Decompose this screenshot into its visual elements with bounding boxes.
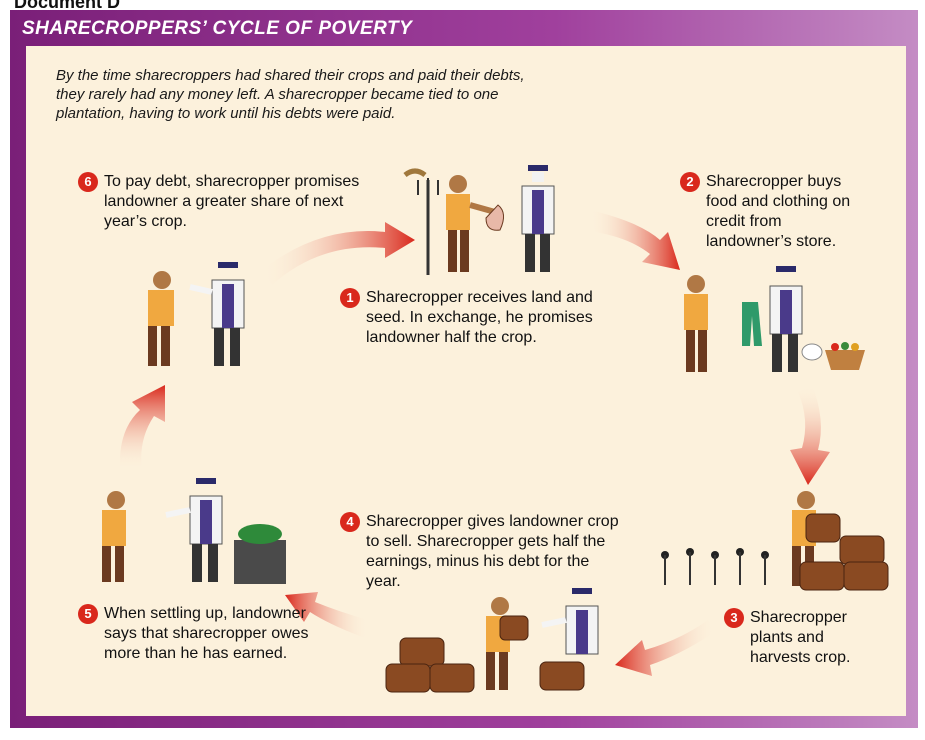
step-6: 6 To pay debt, sharecropper promises land…: [78, 172, 378, 232]
diagram-panel: [26, 46, 906, 716]
step-2: 2 Sharecropper buys food and clothing on …: [680, 172, 880, 252]
arrow-6-to-1: [262, 222, 415, 285]
step-4-text: Sharecropper gives landowner crop to sel…: [366, 513, 619, 590]
scene-5-settling-up: [102, 478, 286, 584]
step-2-text: Sharecropper buys food and clothing on c…: [706, 173, 851, 250]
diagram-title: SHARECROPPERS’ CYCLE OF POVERTY: [22, 18, 413, 39]
step-1-text: Sharecropper receives land and seed. In …: [366, 289, 593, 346]
scene-2-store: [684, 266, 865, 372]
intro-text: By the time sharecroppers had shared the…: [56, 67, 525, 122]
arrow-1-to-2: [590, 210, 680, 270]
step-6-badge: 6: [78, 172, 98, 192]
step-1-badge: 1: [340, 288, 360, 308]
step-2-badge: 2: [680, 172, 700, 192]
step-5-text: When settling up, landowner says that sh…: [104, 605, 309, 662]
arrow-2-to-3: [790, 385, 830, 485]
step-5-badge: 5: [78, 604, 98, 624]
scene-6-promise: [148, 262, 245, 366]
step-4: 4 Sharecropper gives landowner crop to se…: [340, 512, 630, 592]
step-5: 5 When settling up, landowner says that s…: [78, 604, 328, 664]
step-3: 3 Sharecropper plants and harvests crop.: [724, 608, 894, 668]
scene-4-giving-crop: [385, 588, 599, 693]
step-3-badge: 3: [724, 608, 744, 628]
step-3-text: Sharecropper plants and harvests crop.: [750, 609, 851, 666]
arrow-5-to-6: [119, 385, 165, 470]
arrow-3-to-4: [615, 620, 715, 676]
scene-1-receiving-land: [403, 165, 555, 275]
arrow-4-to-5: [285, 592, 368, 638]
step-6-text: To pay debt, sharecropper promises lando…: [104, 173, 360, 230]
scene-3-harvest: [661, 491, 889, 591]
step-4-badge: 4: [340, 512, 360, 532]
document-label: Document D: [14, 0, 121, 12]
step-1: 1 Sharecropper receives land and seed. In…: [340, 288, 640, 348]
